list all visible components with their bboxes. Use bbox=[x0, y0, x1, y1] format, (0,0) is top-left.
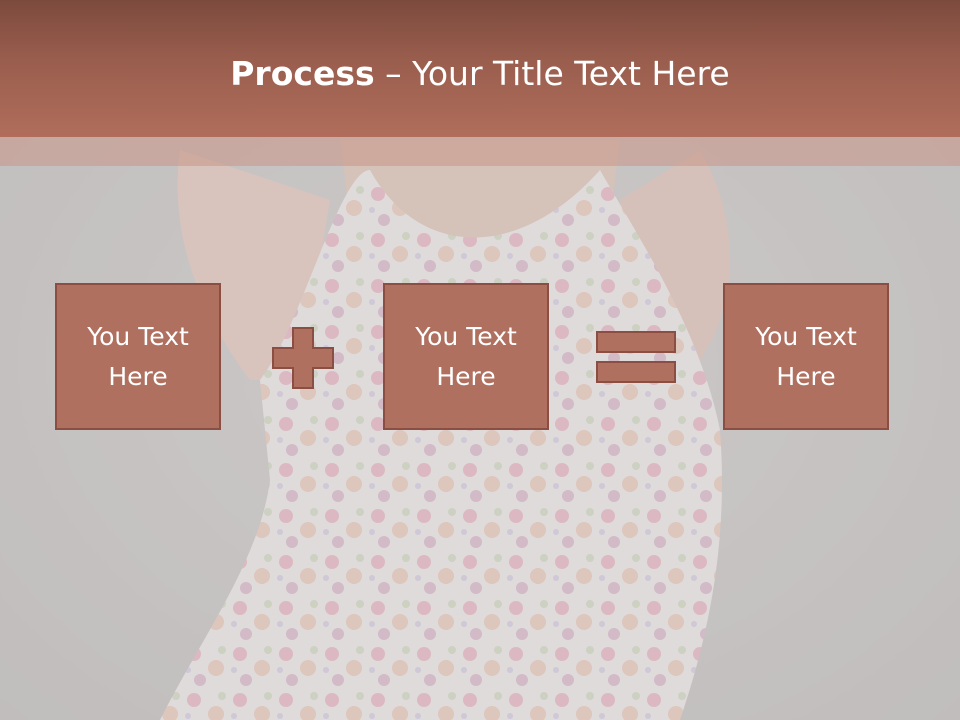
header-bar bbox=[0, 0, 960, 137]
plus-icon bbox=[272, 327, 334, 389]
title-rest: – Your Title Text Here bbox=[374, 54, 730, 93]
header-strip bbox=[0, 137, 960, 166]
process-box-2-text: You Text Here bbox=[415, 321, 517, 391]
process-box-2: You Text Here bbox=[383, 283, 549, 430]
process-box-1-text: You Text Here bbox=[87, 321, 189, 391]
process-box-1: You Text Here bbox=[55, 283, 221, 430]
title-bold: Process bbox=[230, 54, 375, 93]
slide-title: Process – Your Title Text Here bbox=[0, 50, 960, 98]
process-box-3-text: You Text Here bbox=[755, 321, 857, 391]
equals-icon bbox=[596, 331, 676, 383]
process-box-3: You Text Here bbox=[723, 283, 889, 430]
